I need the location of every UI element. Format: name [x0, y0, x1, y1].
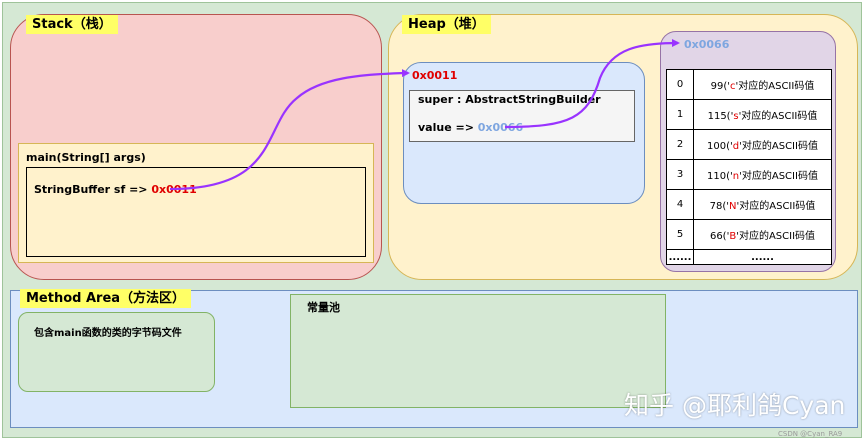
value-char: c	[730, 81, 736, 92]
array-index: 5	[666, 219, 694, 250]
value-suffix: '对应的ASCII码值	[735, 81, 815, 92]
main-stack-frame	[18, 143, 374, 263]
main-frame-title: main(String[] args)	[26, 151, 146, 164]
array-index: 0	[666, 69, 694, 100]
value-char: d	[732, 141, 740, 152]
value-prefix: 78('	[709, 201, 730, 212]
value-char: N	[729, 201, 737, 212]
value-suffix: '对应的ASCII码值	[738, 111, 818, 122]
array-value: 66('B'对应的ASCII码值	[693, 219, 832, 250]
object-address: 0x0011	[412, 69, 458, 82]
value-label: value =>	[418, 121, 478, 134]
array-address: 0x0066	[684, 38, 730, 51]
value-prefix: 110('	[707, 171, 733, 182]
method-area-title: Method Area（方法区）	[20, 289, 192, 308]
array-value: 110('n'对应的ASCII码值	[693, 159, 832, 190]
value-suffix: '对应的ASCII码值	[739, 171, 818, 182]
zhihu-watermark: 知乎 @耶利鸽Cyan	[624, 391, 846, 420]
stack-title: Stack（栈）	[26, 15, 118, 34]
ellipsis-right: ......	[693, 249, 832, 265]
heap-title: Heap（堆）	[402, 15, 491, 34]
value-prefix: 99('	[710, 81, 731, 92]
array-value: 100('d'对应的ASCII码值	[693, 129, 832, 160]
value-prefix: 66('	[709, 231, 730, 242]
value-field: value => 0x0066	[418, 121, 523, 134]
bytecode-label: 包含main函数的类的字节码文件	[34, 328, 182, 339]
value-prefix: 100('	[707, 141, 733, 152]
value-char: n	[732, 171, 740, 182]
value-address: 0x0066	[477, 121, 524, 134]
sf-to-object-arrow	[169, 69, 410, 191]
array-index: 3	[666, 159, 694, 190]
value-suffix: '对应的ASCII码值	[736, 231, 816, 242]
variable-label: StringBuffer sf =>	[34, 183, 152, 196]
object-fields-box	[409, 90, 635, 142]
value-char: B	[729, 231, 737, 242]
value-suffix: '对应的ASCII码值	[736, 201, 816, 212]
value-prefix: 115('	[707, 111, 734, 122]
array-index: 2	[666, 129, 694, 160]
value-to-array-arrow	[504, 39, 680, 129]
csdn-watermark: CSDN @Cyan_RA9	[778, 430, 843, 438]
bytecode-box	[18, 312, 215, 392]
local-variable-box	[26, 167, 366, 257]
constant-pool-box	[290, 294, 666, 408]
super-field: super : AbstractStringBuilder	[418, 93, 601, 106]
value-suffix: '对应的ASCII码值	[739, 141, 818, 152]
constant-pool-label: 常量池	[307, 301, 340, 314]
value-char: s	[733, 111, 739, 122]
